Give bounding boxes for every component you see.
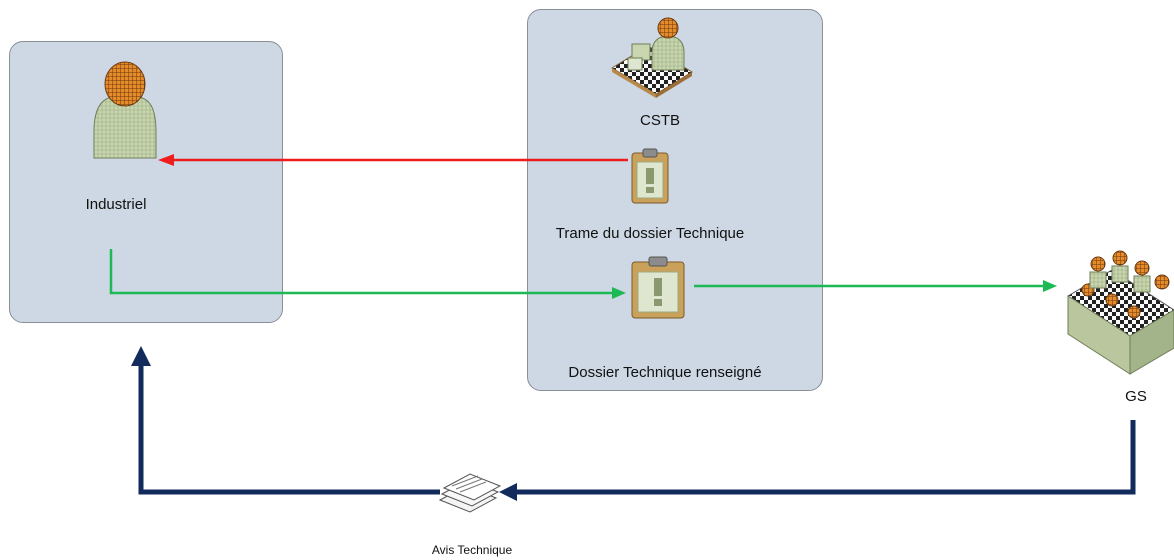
clipboard-icon <box>631 256 685 319</box>
meeting-table-icon <box>1067 250 1174 375</box>
green-arrow-to-dossier <box>109 249 626 299</box>
dossier-label: Dossier Technique renseigné <box>568 364 762 381</box>
avis-label: Avis Technique <box>431 543 513 557</box>
gs-label: GS <box>1125 388 1147 405</box>
industriel-box <box>9 41 283 323</box>
red-arrow <box>158 154 628 166</box>
documents-icon <box>438 473 502 513</box>
person-icon <box>93 61 157 159</box>
green-arrow-to-gs <box>694 280 1057 292</box>
industriel-label: Industriel <box>85 196 147 213</box>
navy-return-arrow <box>131 346 1136 501</box>
workstation-icon <box>611 17 693 98</box>
clipboard-icon <box>631 148 669 204</box>
trame-label: Trame du dossier Technique <box>555 225 745 242</box>
cstb-label: CSTB <box>639 112 680 129</box>
